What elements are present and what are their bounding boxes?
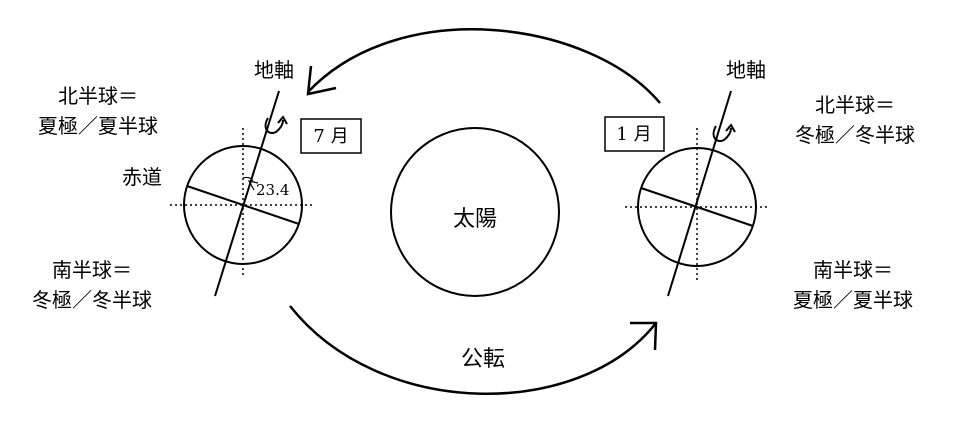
left-month-box <box>300 118 362 154</box>
right-earth-axis <box>667 90 732 297</box>
left-north-line2: 夏極／夏半球 <box>38 114 158 138</box>
left-tilt-angle-arc <box>242 176 254 182</box>
right-axis-label: 地軸 <box>726 58 766 82</box>
equator-label: 赤道 <box>122 165 162 189</box>
left-tilt-arrow-icon <box>247 180 259 191</box>
right-equator <box>640 187 754 227</box>
arrowhead-top-icon <box>306 65 337 96</box>
right-north-line2: 冬極／冬半球 <box>795 123 915 147</box>
right-rotation-arrowhead-icon <box>725 123 736 133</box>
revolution-arc-top <box>307 28 661 104</box>
left-south-line1: 南半球＝ <box>52 258 132 282</box>
right-month-box <box>604 116 665 152</box>
revolution-arc-bottom <box>289 305 657 395</box>
right-month-label: 1 月 <box>616 124 651 145</box>
right-north-line1: 北半球＝ <box>815 93 895 117</box>
left-earth-axis <box>214 90 280 297</box>
left-month-label: 7 月 <box>313 126 348 147</box>
left-rotation-arrowhead-icon <box>277 115 288 125</box>
right-south-line1: 南半球＝ <box>813 258 893 282</box>
right-earth: 1 月 地軸 北半球＝ 冬極／冬半球 南半球＝ 夏極／夏半球 <box>604 58 915 312</box>
arrowhead-bottom-icon <box>630 321 658 351</box>
right-south-line2: 夏極／夏半球 <box>793 288 913 312</box>
left-rotation-arrow-icon <box>264 117 284 134</box>
left-earth: 7 月 地軸 赤道 23.4 北半球＝ 夏極／夏半球 南半球＝ 冬極／冬半球 <box>32 58 362 312</box>
sun-label: 太陽 <box>453 207 497 232</box>
right-rotation-arrow-icon <box>712 125 732 142</box>
sun <box>390 127 560 297</box>
revolution-label: 公転 <box>461 347 505 372</box>
left-north-line1: 北半球＝ <box>58 84 138 108</box>
left-axis-label: 地軸 <box>254 58 294 82</box>
tilt-angle-label: 23.4 <box>256 181 289 199</box>
left-south-line2: 冬極／冬半球 <box>32 288 152 312</box>
